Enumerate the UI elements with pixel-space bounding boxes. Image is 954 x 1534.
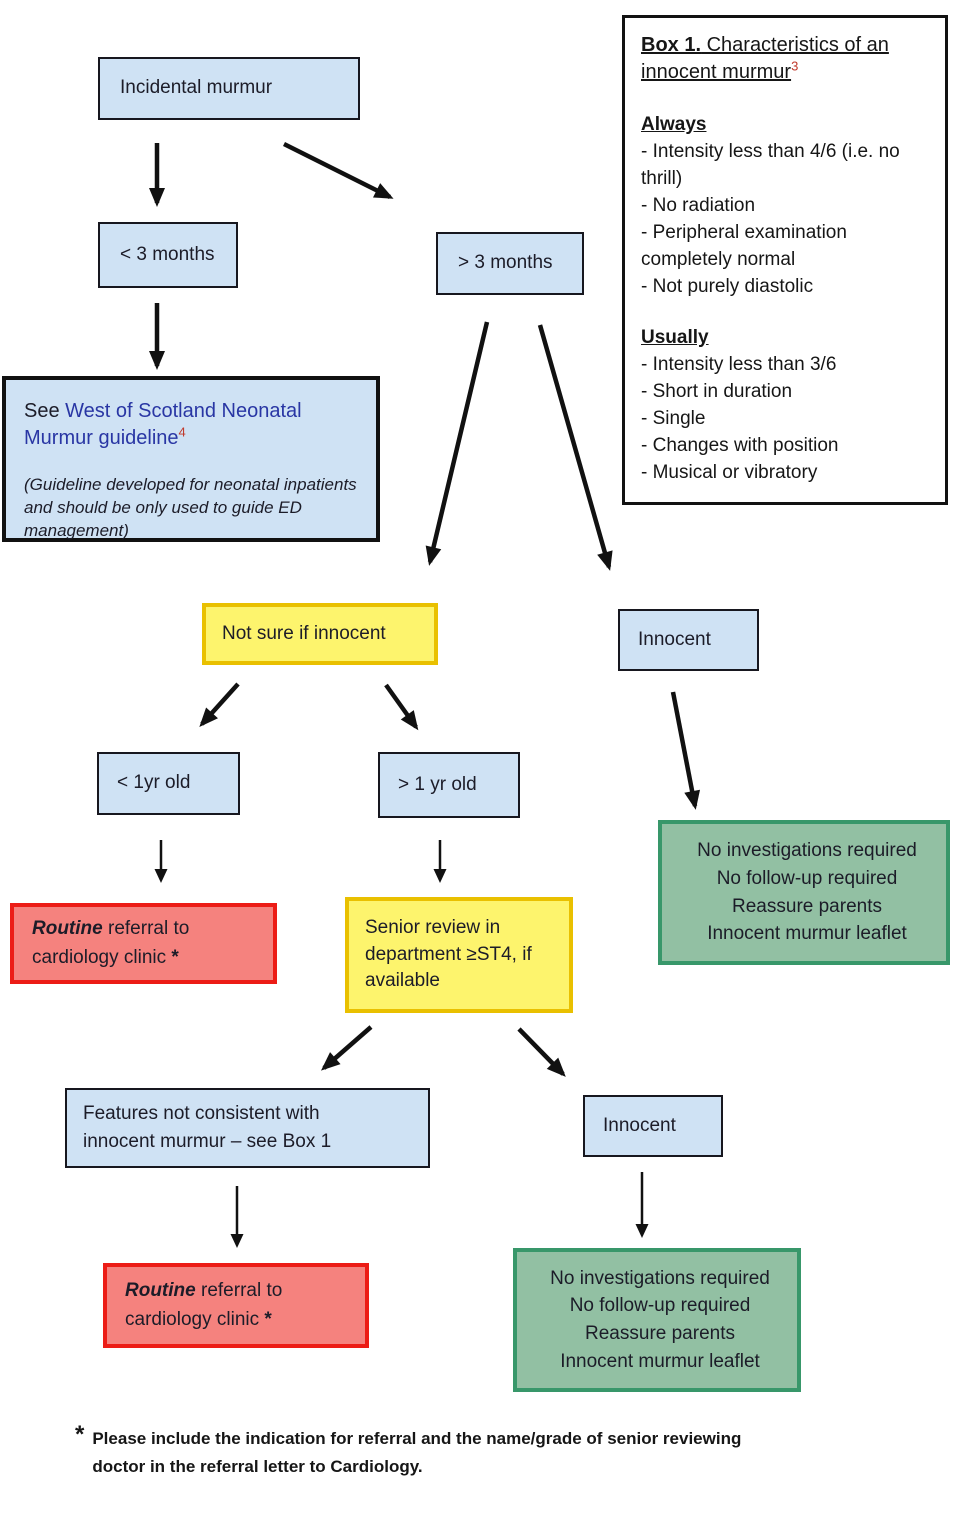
node-under-3-months: < 3 months [98, 222, 238, 288]
node-outcome-top: No investigations required No follow-up … [658, 820, 950, 965]
box1-title: Box 1. Characteristics of an innocent mu… [641, 32, 929, 86]
arrow-notsure-to-gt1yr [384, 683, 419, 731]
guideline-link[interactable]: West of Scotland Neonatal Murmur guideli… [24, 400, 302, 449]
box1-always-item: - Intensity less than 4/6 (i.e. no thril… [641, 140, 900, 189]
arrow-gt3m-to-innocent [537, 324, 613, 571]
node-outcome-bottom: No investigations required No follow-up … [513, 1248, 801, 1392]
node-label: > 1 yr old [398, 773, 477, 795]
box1-always-item: - No radiation [641, 194, 756, 216]
routine-emphasis: Routine [32, 918, 103, 939]
routine-referral-text: Routine referral to cardiology clinic * [125, 1277, 330, 1334]
box1-title-rest: Characteristics of an innocent murmur [641, 34, 889, 83]
node-innocent-bottom: Innocent [583, 1095, 723, 1157]
node-label: > 3 months [458, 252, 553, 274]
box1-title-bold: Box 1. [641, 34, 702, 56]
box1-usually-item: - Intensity less than 3/6 [641, 353, 837, 375]
node-routine-referral-2: Routine referral to cardiology clinic * [103, 1263, 369, 1348]
outcome-line: No follow-up required [569, 1295, 751, 1317]
node-label: Senior review in department ≥ST4, if ava… [365, 916, 532, 992]
box1-usually-item: - Short in duration [641, 380, 793, 402]
node-label: Incidental murmur [120, 77, 273, 99]
footnote-asterisk: * [75, 1421, 85, 1448]
arrow-senior-to-features [320, 1025, 373, 1071]
node-over-3-months: > 3 months [436, 232, 584, 295]
outcome-line: No investigations required [697, 840, 917, 862]
node-label: Not sure if innocent [222, 622, 386, 644]
node-neonatal-guideline: See West of Scotland Neonatal Murmur gui… [2, 376, 380, 542]
arrow-innocent-to-outcome [670, 691, 701, 810]
routine-rest: referral to cardiology clinic [125, 1280, 283, 1330]
arrow-gt3m-to-notsure [425, 321, 490, 566]
guideline-prefix: See [24, 400, 66, 422]
routine-rest: referral to cardiology clinic [32, 918, 190, 968]
node-label: Innocent [603, 1114, 676, 1136]
box1-usually-item: - Musical or vibratory [641, 461, 818, 483]
node-over-1yr-old: > 1 yr old [378, 752, 520, 818]
outcome-line: Innocent murmur leaflet [560, 1350, 760, 1372]
guideline-heading: See West of Scotland Neonatal Murmur gui… [24, 398, 334, 452]
box1-always-item: - Not purely diastolic [641, 275, 814, 297]
node-innocent-top: Innocent [618, 609, 759, 671]
outcome-line: No follow-up required [716, 867, 898, 889]
arrow-notsure-to-lt1yr [199, 682, 240, 727]
node-label: < 3 months [120, 243, 215, 265]
footnote: * Please include the indication for refe… [75, 1421, 845, 1480]
box1-usually-item: - Single [641, 407, 706, 429]
node-label: Innocent [638, 628, 711, 650]
box1-usually-heading: Usually [641, 326, 709, 348]
box1-panel: Box 1. Characteristics of an innocent mu… [622, 15, 948, 505]
asterisk-marker: * [264, 1308, 272, 1330]
outcome-line: No investigations required [550, 1267, 770, 1289]
node-label: Features not consistent with innocent mu… [83, 1103, 332, 1152]
guideline-note: (Guideline developed for neonatal inpati… [24, 475, 357, 540]
arrow-senior-to-innocent2 [517, 1027, 566, 1077]
node-routine-referral-1: Routine referral to cardiology clinic * [10, 903, 277, 984]
box1-title-superscript: 3 [791, 58, 799, 74]
node-under-1yr-old: < 1yr old [97, 752, 240, 815]
box1-always-heading: Always [641, 114, 707, 135]
box1-always-item: - Peripheral examination completely norm… [641, 221, 847, 270]
outcome-line: Reassure parents [585, 1323, 735, 1344]
footnote-text: Please include the indication for referr… [92, 1429, 742, 1476]
node-features-not-consistent: Features not consistent with innocent mu… [65, 1088, 430, 1168]
routine-emphasis: Routine [125, 1280, 196, 1301]
outcome-line: Innocent murmur leaflet [707, 923, 907, 945]
asterisk-marker: * [171, 946, 179, 968]
node-incidental-murmur: Incidental murmur [98, 57, 360, 120]
guideline-superscript: 4 [178, 424, 186, 440]
box1-usually-item: - Changes with position [641, 434, 839, 456]
outcome-line: Reassure parents [732, 895, 882, 917]
node-label: < 1yr old [117, 772, 191, 794]
arrow-incidental-to-gt3m [282, 141, 394, 200]
routine-referral-text: Routine referral to cardiology clinic * [32, 915, 237, 972]
node-not-sure-if-innocent: Not sure if innocent [202, 603, 438, 665]
node-senior-review: Senior review in department ≥ST4, if ava… [345, 897, 573, 1013]
